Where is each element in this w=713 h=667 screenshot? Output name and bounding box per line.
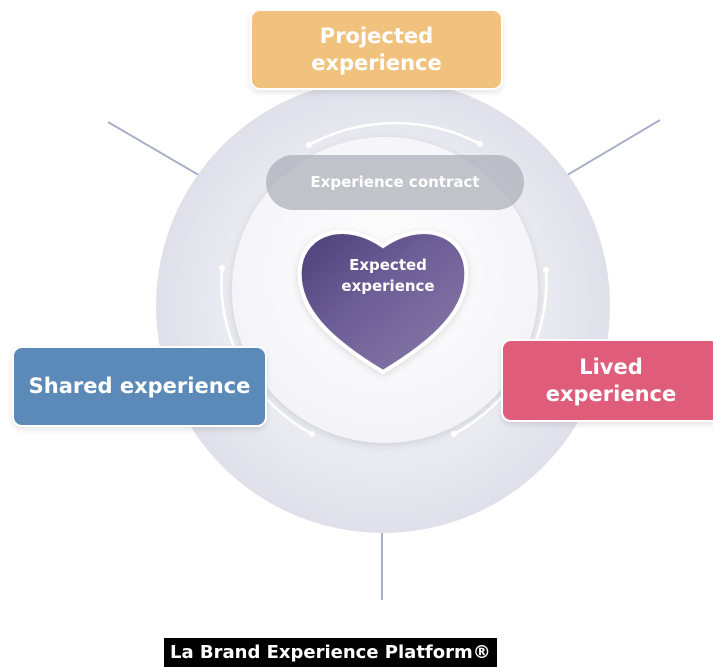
expected-experience-label: Expected experience [341,256,435,295]
platform-title: La Brand Experience Platform® [164,638,497,667]
heart-icon [297,230,469,375]
projected-experience-box: Projected experience [250,9,503,90]
shared-experience-box: Shared experience [12,346,267,427]
shared-experience-label: Shared experience [28,374,251,398]
experience-contract-pill: Experience contract [266,155,524,210]
arc-endpoints [219,141,549,437]
projected-experience-label: Projected experience [311,23,442,75]
lived-experience-box: Lived experience [501,339,713,422]
experience-contract-label: Experience contract [310,173,480,191]
lived-experience-label: Lived experience [545,354,677,406]
